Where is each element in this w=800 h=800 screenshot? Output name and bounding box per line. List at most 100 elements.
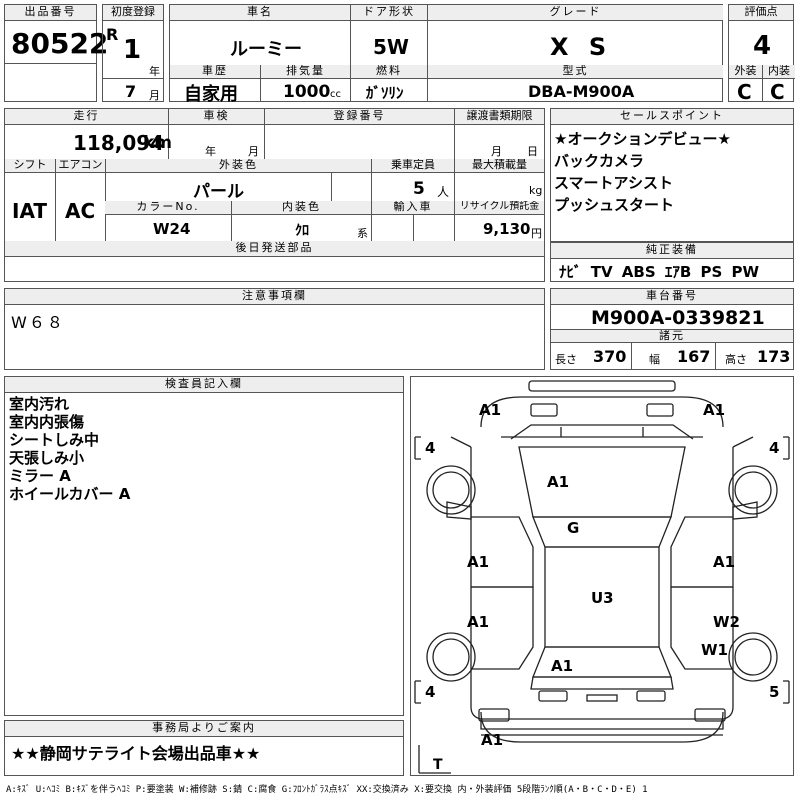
car-outline [414, 380, 790, 774]
mark-right-rear-fender: W1 [701, 641, 728, 659]
lot-number-label: 出品番号 [5, 5, 96, 21]
sales-point: プッシュスタート [554, 196, 675, 214]
inspector-note: ホイールカバー A [9, 485, 131, 503]
inspector-note: 室内内張傷 [9, 413, 85, 431]
mark-right-front-door: A1 [713, 553, 736, 571]
history-label: 車歴 [170, 65, 260, 79]
ac-label: エアコン [55, 159, 105, 173]
interior-label: 内装 [762, 65, 795, 79]
length-label: 長さ [555, 353, 577, 366]
first-registration-label: 初度登録 [103, 5, 163, 21]
chassis-label: 車台番号 [551, 289, 793, 305]
length: 370 [593, 347, 627, 366]
year-unit: 年 [149, 65, 160, 78]
inspector-notes: 室内汚れ 室内内張傷 シートしみ中 天張しみ小 ミラー A ホイールカバー A [9, 395, 130, 503]
office-message: ★★静岡サテライト会場出品車★★ [11, 744, 261, 763]
height-label: 高さ [725, 353, 747, 366]
tire-fl: 4 [425, 439, 436, 457]
chassis-number: M900A-0339821 [591, 307, 765, 329]
inspection-year-unit: 年 [205, 145, 216, 158]
inspector-cell: 検査員記入欄 室内汚れ 室内内張傷 シートしみ中 天張しみ小 ミラー A ホイー… [4, 376, 404, 716]
recycle-label: リサイクル預託金 [454, 201, 544, 215]
tire-spare: T [433, 757, 443, 773]
equipment-cell: 純正装備 ﾅﾋﾞ TV ABS ｴｱB PS PW [550, 242, 794, 282]
tire-rr: 5 [769, 683, 780, 701]
exterior-label: 外装 [729, 65, 762, 79]
seats-unit: 人 [437, 185, 450, 199]
color-label: 外装色 [105, 159, 371, 173]
fuel-label: 燃料 [350, 65, 427, 79]
tire-rl: 4 [425, 683, 436, 701]
load-unit: kg [529, 184, 543, 197]
tire-fr: 4 [769, 439, 780, 457]
sales-points-list: ★オークションデビュー★ バックカメラ スマートアシスト プッシュスタート [554, 130, 731, 214]
fuel: ｶﾞｿﾘﾝ [366, 84, 404, 102]
grade: X S [550, 33, 613, 61]
inspector-note: 室内汚れ [9, 395, 70, 413]
shift-label: シフト [5, 159, 55, 173]
mark-front-left: A1 [479, 401, 502, 419]
mark-rear-bumper: A1 [481, 731, 504, 749]
seats: 5 [413, 179, 425, 199]
door-type: 5W [373, 35, 409, 59]
lot-number-cell: 出品番号 80522 [4, 4, 108, 102]
car-name: ルーミー [230, 39, 302, 60]
recycle-fee: 9,130 [483, 220, 531, 238]
equipment-label: 純正装備 [551, 243, 793, 259]
inspection-label: 車検 [168, 109, 264, 125]
model-label: 型式 [427, 65, 723, 79]
registration-month: 7 [125, 82, 137, 101]
shift: IAT [12, 199, 48, 223]
inspector-label: 検査員記入欄 [5, 377, 403, 393]
score: 4 [753, 31, 772, 61]
sales-points-label: セールスポイント [551, 109, 793, 125]
grade-label: グレード [427, 5, 723, 21]
recycle-unit: 円 [531, 227, 542, 240]
mark-front-right: A1 [703, 401, 726, 419]
colorno-label: カラーNo. [105, 201, 231, 215]
inspector-note: シートしみ中 [9, 431, 100, 449]
equipment: ﾅﾋﾞ TV ABS ｴｱB PS PW [559, 263, 760, 281]
lot-number: 80522 [11, 27, 109, 60]
sales-points-cell: セールスポイント ★オークションデビュー★ バックカメラ スマートアシスト プッ… [550, 108, 794, 242]
width-label: 幅 [649, 353, 660, 366]
transfer-label: 譲渡書類期限 [454, 109, 544, 125]
mark-roof: U3 [591, 589, 614, 607]
inspector-note: 天張しみ小 [9, 449, 85, 467]
notes-cell: 注意事項欄 W６８ [4, 288, 545, 370]
int-color-label: 内装色 [231, 201, 371, 215]
mileage-label: 走行 [5, 109, 168, 125]
mark-hood: A1 [547, 473, 570, 491]
registration-year: 1 [123, 35, 142, 65]
model: DBA-M900A [528, 82, 635, 101]
mileage: 118,094 [73, 131, 165, 155]
displacement-label: 排気量 [260, 65, 350, 79]
mileage-unit: km [143, 133, 173, 153]
interior-color: ｸﾛ [295, 223, 309, 239]
sales-point: ★オークションデビュー★ [554, 130, 731, 148]
displacement: 1000 [283, 82, 331, 102]
later-parts-label: 後日発送部品 [5, 241, 544, 257]
ac: AC [65, 199, 96, 223]
car-info-block: 車名 ドア形状 グレード ルーミー 5W X S 車歴 排気量 燃料 型式 自家… [169, 4, 723, 105]
legend: A:ｷｽﾞ U:ﾍｺﾐ B:ｷｽﾞを伴うﾍｺﾐ P:要塗装 W:補修跡 S:錆 … [6, 785, 648, 795]
interior-grade: C [770, 80, 785, 104]
transfer-day-unit: 日 [527, 145, 538, 158]
displacement-unit: cc [330, 89, 341, 100]
regno-label: 登録番号 [264, 109, 454, 125]
exterior-color: パール [193, 182, 244, 202]
width: 167 [677, 347, 711, 366]
office-cell: 事務局よりご案内 ★★静岡サテライト会場出品車★★ [4, 720, 404, 776]
notes-label: 注意事項欄 [5, 289, 544, 305]
color-number: W24 [153, 220, 191, 238]
mark-rear-glass: A1 [551, 657, 574, 675]
month-unit: 月 [149, 89, 160, 102]
first-registration-cell: 初度登録 R 1 年 7 月 [102, 4, 164, 102]
era: R [106, 25, 119, 44]
seats-label: 乗車定員 [371, 159, 454, 173]
mark-roof-front: G [567, 519, 580, 537]
chassis-cell: 車台番号 M900A-0339821 諸元 長さ 370 幅 167 高さ 17… [550, 288, 794, 370]
score-cell: 評価点 4 外装 内装 C C [728, 4, 795, 104]
load-label: 最大積載量 [454, 159, 544, 173]
sales-point: スマートアシスト [554, 174, 673, 192]
